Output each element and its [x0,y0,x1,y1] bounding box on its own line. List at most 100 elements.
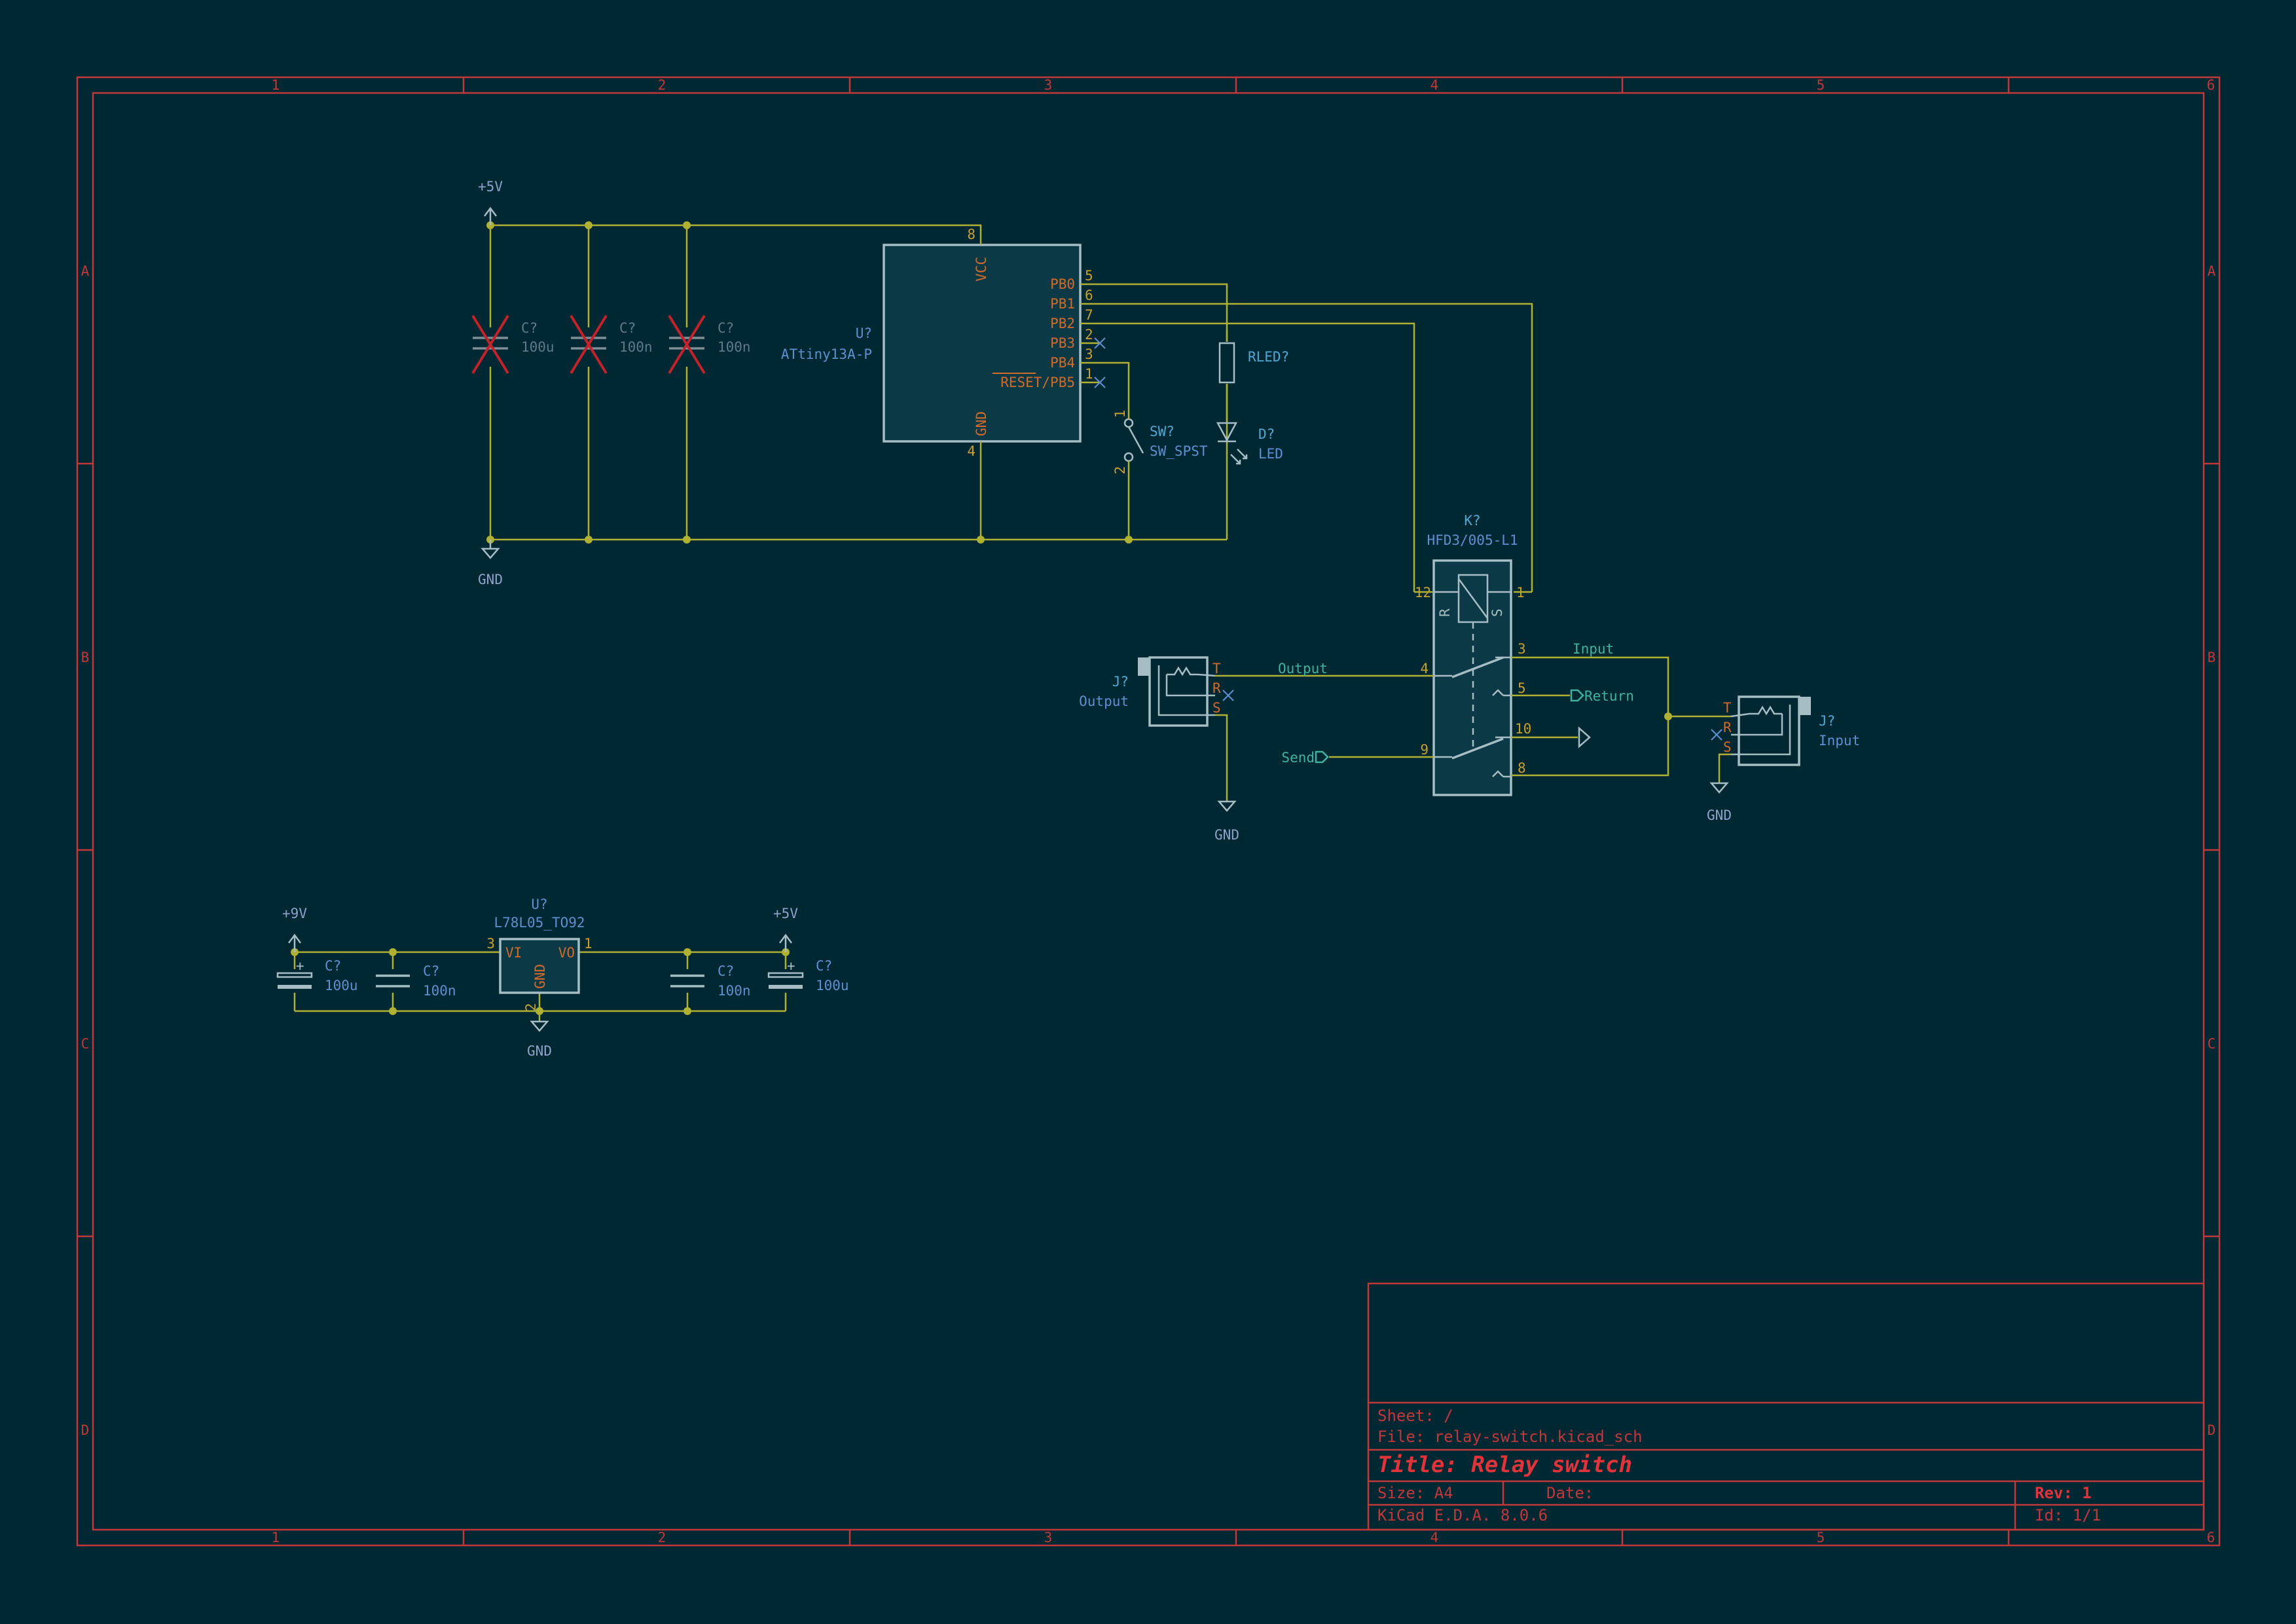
relay-hfd3: K? HFD3/005-L1 R S 12 1 4 3 5 9 10 8 [1414,513,1532,796]
relay-pin-number: 1 [1516,585,1525,600]
gnd-label: GND [1707,807,1732,823]
pin-number: 5 [1085,268,1093,284]
net-label-input: Input [1573,641,1614,657]
microcontroller-attiny13a: U? ATtiny13A-P 8 VCC 4 GND PB0 5 PB1 6 P… [781,227,1106,459]
capacitor-in: C? 100n [376,963,456,999]
resistor-body [1218,342,1235,384]
mcu-value: ATtiny13A-P [781,346,872,362]
jack-pin-name: S [1723,739,1732,755]
regulator-ref: U? [531,896,547,912]
frame-row-label: A [2208,263,2216,279]
frame-col-label: 5 [1817,1530,1825,1545]
pin-name: GND [974,411,989,436]
capacitor-ref: C? [718,963,734,979]
title-block-title: Title: Relay switch [1377,1452,1632,1478]
pin-name: PB3 [1050,335,1075,351]
relay-coil-label: S [1489,608,1505,617]
relay-pin-number: 12 [1415,585,1431,600]
net-label-return: Return [1584,688,1634,704]
pin-number: 2 [1085,327,1093,342]
regulator-pin-name: GND [532,964,548,989]
capacitor-ref: C? [423,963,439,979]
pin-name: PB1 [1050,296,1075,312]
frame-col-label: 1 [272,77,280,93]
pin-number: 1 [1085,366,1093,382]
regulator-value: L78L05_TO92 [494,915,585,931]
capacitor-value: 100n [619,339,653,355]
capacitor-dnp-3: C? 100n [668,314,751,375]
power-9v-symbol: +9V [282,906,307,952]
capacitor-value: 100u [325,978,358,993]
title-block-sheet: Sheet: / [1377,1407,1453,1425]
relay-body [1432,559,1512,796]
gnd-label: GND [1214,827,1239,843]
led-value: LED [1258,446,1283,462]
regulator-pin-name: VO [558,945,575,961]
switch-ref: SW? [1150,424,1175,439]
relay-pin-number: 8 [1518,760,1526,776]
relay-pin-number: 5 [1518,680,1526,696]
frame-col-label: 5 [1817,77,1825,93]
capacitor-dnp-1: C? 100u [471,314,555,375]
regulator-pin-number: 3 [486,936,495,951]
pin-name: RESET/PB5 [1000,375,1075,390]
led-ref: D? [1258,426,1275,442]
title-block-file: File: relay-switch.kicad_sch [1377,1428,1643,1446]
net-label-return-flag: Return [1570,688,1634,704]
title-block-tool: KiCad E.D.A. 8.0.6 [1377,1506,1548,1524]
drawing-frame: 1 2 3 4 5 6 1 2 3 4 5 6 A B C D A B C D [76,76,2221,1547]
relay-ref: K? [1464,513,1480,528]
switch-pin-number: 2 [1112,466,1128,475]
power-5v-symbol: +5V [478,179,503,225]
title-block-date: Date: [1546,1484,1594,1502]
jack-ref: J? [1112,674,1129,690]
title-block: Sheet: / File: relay-switch.kicad_sch Ti… [1367,1282,2205,1531]
jack-pin-name: T [1723,700,1732,716]
svg-text:+: + [296,958,304,974]
hierarchical-flag-icon [1578,726,1591,748]
frame-col-label: 2 [658,1530,666,1545]
capacitor-ref: C? [816,958,832,974]
pin-name: PB2 [1050,316,1075,331]
jack-output: J? Output T R S GND [1079,656,1239,843]
relay-coil-label: R [1437,608,1453,617]
title-block-id: Id: 1/1 [2035,1506,2101,1524]
jack-pin-name: R [1212,680,1221,696]
capacitor-polarized-out: + C? 100u [767,958,849,993]
pin-number: 3 [1085,346,1093,362]
frame-col-label: 1 [272,1530,280,1545]
gnd-label: GND [478,572,503,587]
pin-name: PB0 [1050,276,1075,292]
jack-pin-name: R [1723,720,1732,735]
mcu-ref: U? [856,325,872,341]
jack-input: J? Input T R S GND [1707,695,1860,823]
capacitor-ref: C? [718,320,734,336]
frame-col-label: 3 [1044,77,1053,93]
pin-number: 4 [967,443,975,459]
pin-name: VCC [974,257,989,282]
power-5v-label: +5V [478,179,503,194]
switch-value: SW_SPST [1150,443,1208,459]
capacitor-value: 100n [718,983,751,999]
frame-row-label: D [2208,1422,2216,1438]
title-block-border [1367,1282,2205,1531]
relay-pin-number: 9 [1420,742,1429,758]
voltage-regulator-l78l05: U? L78L05_TO92 VI VO GND 3 1 2 [486,896,592,1011]
capacitor-ref: C? [325,958,341,974]
jack-ref: J? [1819,713,1835,729]
jack-value: Output [1079,693,1129,709]
capacitor-out: C? 100n [670,963,751,999]
outer-border [76,76,2221,1547]
frame-col-label: 6 [2207,77,2215,93]
resistor-ref: RLED? [1248,349,1289,365]
switch-pin-number: 1 [1112,410,1128,418]
capacitor-value: 100n [423,983,456,999]
inner-border [92,92,2205,1531]
capacitor-ref: C? [619,320,636,336]
resistor-rled: RLED? [1218,330,1289,384]
relay-pin-number: 10 [1515,721,1531,737]
capacitor-value: 100u [521,339,555,355]
frame-row-label: C [2208,1036,2216,1052]
net-label-send: Send [1281,750,1315,766]
